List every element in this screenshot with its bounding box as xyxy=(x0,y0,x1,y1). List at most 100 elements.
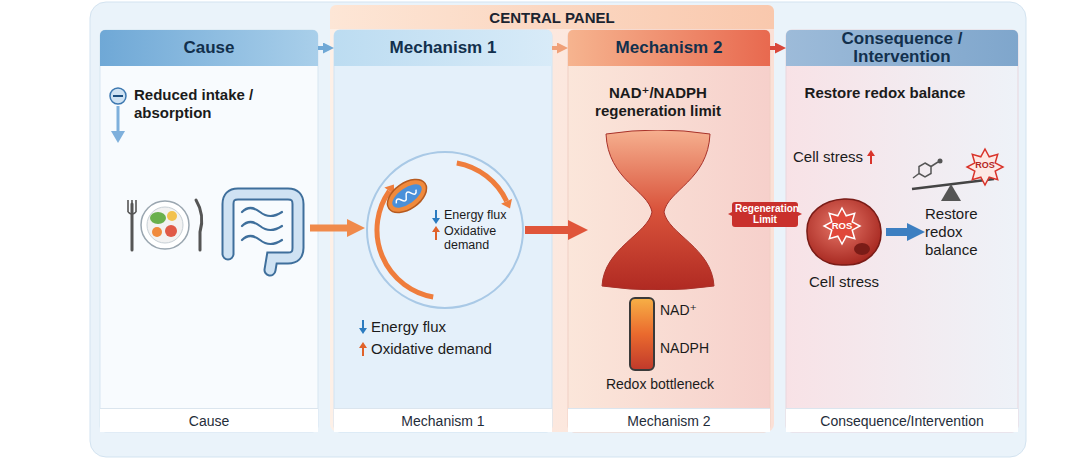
node-text: Oxidative demand xyxy=(444,224,507,253)
node-text: ROS xyxy=(832,221,853,231)
text-group: Mechanism 1 xyxy=(334,30,552,66)
text-row: Energy flux xyxy=(431,208,507,224)
food-plate-icon xyxy=(147,207,183,243)
food-plate-icon xyxy=(152,227,162,237)
text-row: Cell stress xyxy=(802,273,886,291)
mitochondria-cycle-circle xyxy=(501,199,512,209)
reduction-icon xyxy=(111,131,125,143)
panel-grounds xyxy=(90,2,1026,457)
reduction-icon xyxy=(113,95,123,97)
balance-scale-icon xyxy=(913,174,919,179)
text-row: Cause xyxy=(189,413,229,429)
flow-arrow xyxy=(310,225,354,232)
stressed-cell xyxy=(802,195,886,269)
decrease-arrow xyxy=(358,320,368,334)
label-group: ROS xyxy=(968,161,1002,171)
node-text: Redox bottleneck xyxy=(606,376,714,393)
food-plate-icon xyxy=(165,225,177,237)
text-row: Consequence/Intervention xyxy=(820,413,983,429)
increase-arrow xyxy=(358,342,368,356)
column-header: Mechanism 1 xyxy=(390,39,497,57)
ros-tag: ROS xyxy=(975,161,995,171)
column-header: Consequence / Intervention xyxy=(826,30,978,66)
node-text: Energy flux xyxy=(444,208,507,222)
panel-grounds xyxy=(90,2,1026,457)
balance-scale-icon xyxy=(941,184,961,201)
column-panel: Reduced intake / absorptionCauseCause xyxy=(100,30,318,432)
panel-grounds xyxy=(786,30,1018,432)
text-row: Restore redox balance xyxy=(925,205,1005,259)
text-row: CENTRAL PANEL xyxy=(489,9,614,26)
decrease-arrow xyxy=(432,218,440,224)
column-footer: Consequence/Intervention xyxy=(820,413,983,429)
flow-arrow xyxy=(525,226,576,234)
text-row: Redox bottleneck xyxy=(600,376,720,393)
panel-grounds xyxy=(330,5,774,432)
mitochondria-cycle-circle xyxy=(382,173,433,220)
increase-arrow xyxy=(866,150,876,164)
increase-arrow xyxy=(431,226,441,240)
flow-arrow xyxy=(770,46,779,50)
label-group: Oxidative demand xyxy=(358,340,538,358)
cell-box: ROS Cell stress xyxy=(802,195,886,293)
column-footer: Cause xyxy=(189,413,229,429)
text-group: CENTRAL PANEL xyxy=(330,5,774,29)
text-group: Reduced intake / absorption xyxy=(134,86,310,122)
node-text: NADPH xyxy=(660,340,709,357)
food-plate-icon xyxy=(150,212,166,224)
text-group: Consequence/Intervention xyxy=(786,408,1018,432)
balance-scale-icon xyxy=(938,159,943,164)
label-group: Energy flux xyxy=(358,318,538,336)
stressed-cell xyxy=(854,243,870,255)
text-group: Energy fluxOxidative demand xyxy=(431,208,507,253)
balance-scale-icon xyxy=(931,162,938,167)
text-group: Restore redox balance xyxy=(925,205,1005,259)
flow-arrow xyxy=(886,228,914,236)
column-footer: Mechanism 1 xyxy=(401,413,484,429)
text-group: Cell stress xyxy=(802,273,886,291)
panel-grounds xyxy=(568,30,770,432)
balance-scale-icon xyxy=(919,163,931,177)
text-group: Cause xyxy=(100,30,318,66)
text-group: Mechanism 1 xyxy=(334,408,552,432)
column-header: Cause xyxy=(183,39,234,57)
food-plate-icon xyxy=(141,201,189,249)
node-text: Restore redox balance xyxy=(925,205,1005,259)
food-plate-icon xyxy=(196,200,202,250)
node-text: NAD⁺ xyxy=(660,302,697,319)
redox-gauge-bar xyxy=(628,296,656,372)
text-row: Mechanism 2 xyxy=(627,413,710,429)
flow-arrow xyxy=(552,46,561,50)
text-row: Energy flux xyxy=(358,318,538,336)
annotation-label: Oxidative demand xyxy=(371,340,492,358)
text-row: Cell stress xyxy=(793,148,903,166)
node-text: CENTRAL PANEL xyxy=(489,9,614,26)
column-panel: NAD⁺/NADPH regeneration limitNAD⁺ NADPH Re… xyxy=(568,30,770,432)
text-row: NADPH xyxy=(660,340,720,357)
cause-box: Reduced intake / absorption xyxy=(110,84,310,270)
central-panel: Energy fluxOxidative demandMechanism 1Me… xyxy=(330,5,774,432)
food-plate-icon xyxy=(128,212,136,214)
mechanism-circle: Energy fluxOxidative demand xyxy=(365,150,525,310)
text-row: NAD⁺/NADPH regeneration limit xyxy=(588,84,728,120)
text-row: ROS xyxy=(968,161,1002,171)
food-plate-icon xyxy=(128,200,202,250)
column-panel: Energy fluxOxidative demandMechanism 1Me… xyxy=(334,30,552,432)
text-row: Mechanism 2 xyxy=(616,39,723,57)
text-group: NAD⁺ xyxy=(660,302,720,319)
reduction-icon xyxy=(110,88,126,143)
mitochondria-cycle-circle xyxy=(457,163,507,201)
text-row: Mechanism 1 xyxy=(401,413,484,429)
mitochondria-cycle-circle xyxy=(367,152,523,308)
text-group: NADPH xyxy=(660,340,720,357)
hourglass-bottleneck xyxy=(588,130,728,290)
text-row: Oxidative demand xyxy=(358,340,538,358)
text-row: Reduced intake / absorption xyxy=(134,86,310,122)
label-group: Restore redox balance xyxy=(790,84,980,102)
text-row: Oxidative demand xyxy=(431,224,507,253)
connector-label: Regeneration Limit xyxy=(732,202,798,227)
